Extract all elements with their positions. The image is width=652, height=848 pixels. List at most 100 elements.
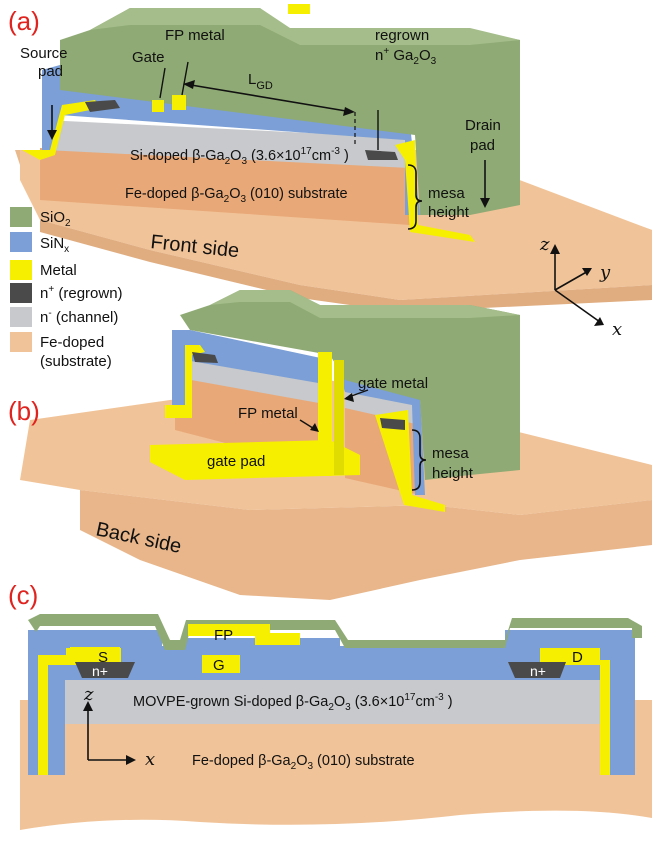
a-drain-leader-head bbox=[480, 198, 490, 208]
b-panel-tag: (b) bbox=[8, 396, 40, 426]
b-fp-pillar bbox=[318, 352, 332, 476]
c-movpe-label: MOVPE-grown Si-doped β-Ga2O3 (3.6×1017cm… bbox=[133, 692, 453, 713]
a-sinx-layer bbox=[42, 65, 420, 215]
c-panel-tag: (c) bbox=[8, 580, 38, 610]
b-sinx-right bbox=[340, 375, 425, 495]
c-drain-pad-yellow bbox=[540, 648, 600, 662]
c-nplus-left-label: n+ bbox=[92, 663, 108, 679]
a-panel-tag: (a) bbox=[8, 6, 40, 36]
a-drain-pad-line2: pad bbox=[470, 137, 495, 154]
panel-b: (b) gate metal FP metal gate pad mesa he… bbox=[8, 290, 652, 600]
b-drain-metal bbox=[375, 410, 445, 512]
axes-3d: z y x bbox=[539, 234, 622, 340]
a-nplus-right bbox=[365, 150, 398, 160]
c-nplus-right-label: n+ bbox=[530, 663, 546, 679]
c-fp-label: FP bbox=[214, 627, 233, 644]
c-axis-x-head bbox=[126, 755, 136, 765]
a-lgd-label: LGD bbox=[248, 71, 273, 92]
legend-swatch-sinx bbox=[10, 232, 32, 252]
a-drain-metal bbox=[395, 140, 475, 242]
a-regrown-line1: regrown bbox=[375, 27, 429, 44]
b-sio2-block bbox=[180, 290, 520, 480]
legend-swatch-metal bbox=[10, 260, 32, 280]
legend-swatch-substrate bbox=[10, 332, 32, 352]
axis3d-y-head bbox=[582, 268, 592, 276]
axis3d-z-head bbox=[550, 244, 560, 254]
legend-label-substrate-line1: Fe-doped bbox=[40, 334, 104, 351]
c-axis-x-label: x bbox=[145, 749, 155, 770]
b-fp-metal-label: FP metal bbox=[238, 405, 298, 422]
axis3d-x-line bbox=[554, 289, 601, 323]
b-gate-metal-leader-head bbox=[344, 393, 354, 402]
panel-c: (c) FP S G D n+ n+ MOVPE-grown Si-doped … bbox=[8, 580, 652, 830]
axis3d-x-head bbox=[594, 317, 604, 326]
a-mesa-line2: height bbox=[428, 204, 470, 221]
b-sio2-top bbox=[210, 290, 520, 318]
c-nplus-right bbox=[508, 662, 566, 678]
legend-label-metal: Metal bbox=[40, 262, 77, 279]
b-channel bbox=[180, 355, 330, 405]
c-source-pad-yellow bbox=[66, 648, 121, 662]
axis3d-z-label: z bbox=[539, 234, 550, 255]
c-axis-z-label: z bbox=[83, 684, 94, 705]
legend-swatch-nplus bbox=[10, 283, 32, 303]
a-channel-layer bbox=[45, 120, 410, 168]
a-fp-metal-label: FP metal bbox=[165, 27, 225, 44]
a-drain-pad-line1: Drain bbox=[465, 117, 501, 134]
legend-label-sio2: SiO2 bbox=[40, 209, 71, 229]
b-nplus-left bbox=[192, 352, 218, 363]
a-gate-leader bbox=[159, 67, 166, 99]
c-fp-metal bbox=[188, 624, 300, 645]
a-lgd-arrowhead-left bbox=[183, 80, 195, 89]
c-g-label: G bbox=[213, 657, 225, 674]
a-source-pad-line1: Source bbox=[20, 45, 68, 62]
a-gate-metal bbox=[152, 100, 164, 112]
a-gate-label: Gate bbox=[132, 49, 165, 66]
b-gate-pad bbox=[150, 440, 360, 480]
c-gate-metal bbox=[202, 655, 240, 673]
legend-label-channel: n- (channel) bbox=[40, 308, 118, 326]
a-fp-leader bbox=[181, 61, 189, 96]
legend-label-sinx: SiNx bbox=[40, 235, 69, 255]
b-mesa-line1: mesa bbox=[432, 445, 469, 462]
c-d-label: D bbox=[572, 649, 583, 666]
a-lgd-arrowhead-right bbox=[343, 107, 355, 116]
a-sio2-top bbox=[90, 8, 520, 45]
b-mesa-brace bbox=[411, 429, 427, 491]
b-substrate-front bbox=[80, 490, 652, 600]
legend: SiO2 SiNx Metal n+ (regrown) n- (channel… bbox=[10, 207, 123, 370]
a-source-metal bbox=[22, 100, 100, 160]
a-lgd-arrow bbox=[184, 83, 353, 113]
a-mesa-line1: mesa bbox=[428, 185, 465, 202]
a-fe-layer bbox=[40, 148, 410, 225]
b-gate-pillar bbox=[334, 360, 344, 475]
c-nplus-left bbox=[75, 662, 135, 678]
b-sinx-left bbox=[172, 330, 330, 405]
panel-a: (a) Source pad FP metal Gate LGD regrown… bbox=[8, 4, 652, 312]
b-gate-metal-label: gate metal bbox=[358, 375, 428, 392]
a-regrown-line2: n+ Ga2O3 bbox=[375, 46, 437, 67]
legend-swatch-channel bbox=[10, 307, 32, 327]
c-fe-label: Fe-doped β-Ga2O3 (010) substrate bbox=[192, 753, 415, 772]
b-mesa-line2: height bbox=[432, 465, 474, 482]
c-axis-z-head bbox=[83, 701, 93, 711]
axis3d-y-label: y bbox=[599, 262, 611, 283]
c-s-label: S bbox=[98, 649, 108, 666]
b-nplus-right bbox=[380, 418, 405, 430]
c-sinx-shell bbox=[28, 630, 635, 775]
legend-label-substrate-line2: (substrate) bbox=[40, 353, 112, 370]
a-sio2-block bbox=[60, 8, 520, 215]
legend-label-nplus: n+ (regrown) bbox=[40, 284, 123, 302]
a-fp-metal-rect bbox=[172, 95, 186, 110]
a-source-pad-line2: pad bbox=[38, 63, 63, 80]
axis3d-x-label: x bbox=[612, 319, 622, 340]
b-gate-pad-label: gate pad bbox=[207, 453, 265, 470]
a-top-metal-tab bbox=[288, 4, 310, 14]
axis3d-y-line bbox=[554, 269, 591, 291]
a-nplus-left bbox=[85, 100, 120, 112]
a-si-layer-label: Si-doped β-Ga2O3 (3.6×1017cm-3 ) bbox=[130, 146, 349, 167]
b-fp-metal-leader-head bbox=[310, 423, 319, 432]
legend-swatch-sio2 bbox=[10, 207, 32, 227]
a-mesa-brace bbox=[407, 164, 423, 230]
